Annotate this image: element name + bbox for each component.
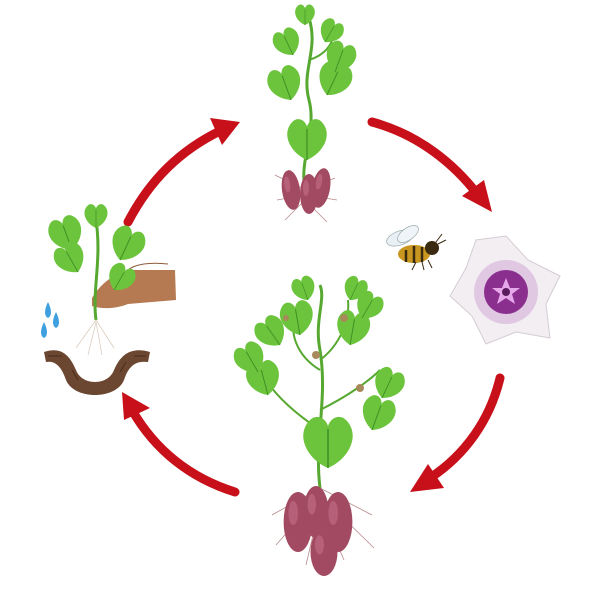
hand-icon (92, 262, 176, 309)
arrow-planting-to-young (123, 125, 227, 227)
soil-icon (44, 350, 150, 395)
tuber-icon (283, 486, 353, 576)
arrow-flower-to-mature (425, 373, 505, 483)
mature-plant-stage (229, 273, 409, 576)
water-drop-icon (41, 302, 59, 338)
arrow-head-young-to-pollination (462, 180, 492, 212)
arrow-mature-to-planting (127, 405, 240, 497)
planting-stage (41, 203, 176, 395)
bee-icon (386, 225, 447, 271)
seed-pod-icon (283, 314, 364, 392)
arrow-head-mature-to-planting (122, 392, 150, 420)
arrow-head-flower-to-mature (410, 464, 444, 492)
arrow-head-planting-to-young (210, 118, 240, 145)
cycle-arrows (122, 117, 505, 497)
young-plant-stage (263, 4, 360, 223)
flower-icon (449, 235, 561, 345)
arrow-young-to-pollination (367, 117, 483, 200)
leaf-icon (229, 273, 409, 469)
pollination-stage (386, 225, 561, 345)
cutting-plant (44, 203, 150, 356)
tuber-icon (279, 166, 334, 214)
